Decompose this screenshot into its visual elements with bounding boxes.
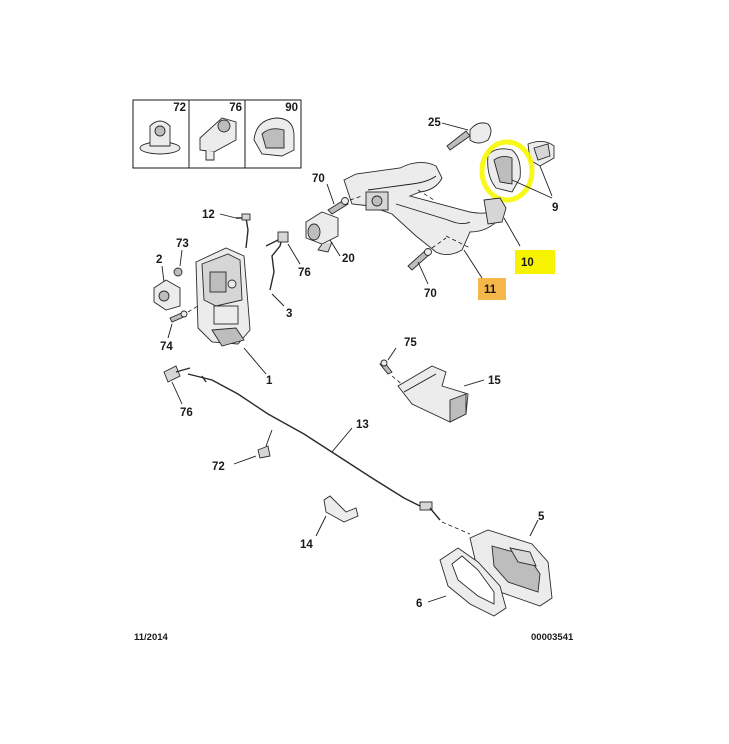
handle-bracket-10-drawing — [483, 197, 507, 225]
cover-15-drawing — [397, 365, 469, 423]
key-25-drawing — [446, 122, 492, 151]
screw-70-lower-drawing — [407, 248, 432, 271]
callout-72: 72 — [212, 461, 225, 473]
lock-cylinder-20-drawing — [305, 211, 339, 253]
rod-3-drawing — [265, 231, 289, 291]
callout-10: 10 — [521, 257, 534, 269]
screw-75-drawing — [379, 359, 393, 375]
screw-74-drawing — [169, 310, 188, 323]
inner-handle-5-drawing — [469, 529, 553, 607]
callout-6: 6 — [416, 598, 422, 610]
rod-12-drawing — [236, 213, 251, 249]
handle-cap-9-drawing — [479, 139, 555, 203]
callout-25: 25 — [428, 117, 441, 129]
callout-1: 1 — [266, 375, 273, 387]
door-latch-1-drawing — [195, 247, 251, 347]
cover-90-drawing — [253, 117, 295, 157]
inset-label-72: 72 — [173, 102, 186, 114]
highlight-box-10 — [515, 250, 555, 274]
callout-70-lower: 70 — [424, 288, 437, 300]
callout-11: 11 — [484, 284, 497, 296]
inset-label-90: 90 — [285, 102, 298, 114]
callout-13: 13 — [356, 419, 369, 431]
callout-5: 5 — [538, 511, 545, 523]
cable-13 — [187, 373, 425, 509]
clip-76-drawing — [199, 117, 237, 161]
callout-74: 74 — [160, 341, 173, 353]
bezel-6-drawing — [439, 547, 507, 617]
bracket-14-drawing — [323, 495, 359, 523]
callout-73: 73 — [176, 238, 189, 250]
inset-label-76: 76 — [229, 102, 242, 114]
inset-parts-table: 72 76 90 — [132, 99, 302, 169]
callout-76-upper: 76 — [298, 267, 311, 279]
tag-box-11 — [478, 278, 506, 300]
highlight-ring-9 — [479, 139, 535, 203]
bolt-73-drawing — [173, 267, 183, 277]
callout-9: 9 — [552, 202, 558, 214]
callout-14: 14 — [300, 539, 313, 551]
footer-reference: 00003541 — [531, 632, 574, 643]
footer-date: 11/2014 — [134, 632, 169, 643]
callout-15: 15 — [488, 375, 501, 387]
clip-72-drawing — [257, 429, 273, 459]
callout-70-upper: 70 — [312, 173, 325, 185]
clip-76-lower-drawing — [163, 365, 191, 383]
callout-3: 3 — [286, 308, 292, 320]
callout-2: 2 — [156, 254, 162, 266]
outer-handle-drawing — [343, 162, 501, 255]
callout-20: 20 — [342, 253, 355, 265]
cable-end-drawing — [419, 501, 441, 521]
callout-76-lower: 76 — [180, 407, 193, 419]
callout-12: 12 — [202, 209, 215, 221]
callout-75: 75 — [404, 337, 417, 349]
screw-70-upper-drawing — [327, 197, 349, 215]
bracket-2-drawing — [153, 279, 181, 311]
clip-72-drawing — [139, 120, 181, 155]
